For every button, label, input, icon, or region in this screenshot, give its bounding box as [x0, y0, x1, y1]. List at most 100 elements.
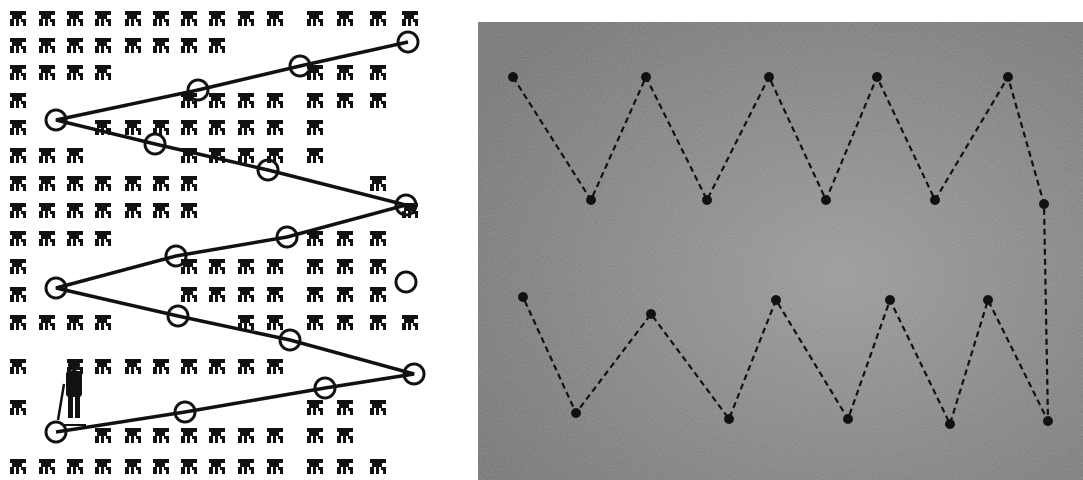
plant-icon: [209, 11, 225, 26]
plant-icon: [402, 315, 418, 330]
plant-icon: [307, 400, 323, 415]
plant-icon: [10, 93, 26, 108]
plant-icon: [337, 428, 353, 443]
plant-icon: [307, 315, 323, 330]
plant-icon: [10, 231, 26, 246]
plant-icon: [370, 93, 386, 108]
plant-icon: [10, 120, 26, 135]
plant-icon: [181, 120, 197, 135]
plant-icon: [267, 259, 283, 274]
plant-icon: [267, 120, 283, 135]
plant-icon: [307, 428, 323, 443]
plant-icon: [181, 428, 197, 443]
plant-icon: [67, 176, 83, 191]
plant-icon: [209, 428, 225, 443]
plant-icon: [95, 203, 111, 218]
plant-icon: [370, 459, 386, 474]
plant-icon: [95, 359, 111, 374]
path-stop: [508, 72, 518, 82]
path-stop: [586, 195, 596, 205]
plant-icon: [181, 38, 197, 53]
plant-icon: [238, 148, 254, 163]
plant-icon: [337, 259, 353, 274]
plant-icon: [125, 428, 141, 443]
plant-icon: [39, 203, 55, 218]
plant-icon: [209, 38, 225, 53]
plant-icon: [95, 11, 111, 26]
plant-icon: [337, 287, 353, 302]
plant-icon: [209, 120, 225, 135]
plant-icon: [153, 359, 169, 374]
plant-icon: [95, 428, 111, 443]
plant-icon: [267, 93, 283, 108]
path-stop: [821, 195, 831, 205]
zigzag-walk-diagram: [0, 0, 450, 480]
plant-icon: [39, 38, 55, 53]
plant-icon: [39, 176, 55, 191]
path-stop: [724, 414, 734, 424]
plant-icon: [370, 315, 386, 330]
plant-icon: [238, 120, 254, 135]
plant-icon: [39, 65, 55, 80]
plant-icon: [181, 459, 197, 474]
path-stop: [885, 295, 895, 305]
plant-icon: [153, 203, 169, 218]
path-stop: [983, 295, 993, 305]
plant-icon: [238, 11, 254, 26]
path-stop: [571, 408, 581, 418]
plant-icon: [238, 93, 254, 108]
plant-icon: [238, 359, 254, 374]
plant-icon: [267, 459, 283, 474]
plant-icon: [267, 359, 283, 374]
plant-icon: [153, 38, 169, 53]
plant-icon: [307, 287, 323, 302]
plant-icon: [267, 287, 283, 302]
plant-icon: [67, 203, 83, 218]
plant-icon: [95, 176, 111, 191]
plant-icon: [181, 287, 197, 302]
plant-icon: [370, 231, 386, 246]
plant-icon: [67, 38, 83, 53]
plant-icon: [39, 315, 55, 330]
plant-icon: [125, 359, 141, 374]
path-stop: [641, 72, 651, 82]
dashed-zigzag-board: [478, 22, 1083, 480]
plant-icon: [238, 459, 254, 474]
plant-icon: [267, 315, 283, 330]
plant-icon: [370, 65, 386, 80]
board-background: [478, 22, 1083, 480]
plant-icon: [67, 148, 83, 163]
plant-icon: [39, 231, 55, 246]
plant-icon: [10, 176, 26, 191]
plant-icon: [307, 148, 323, 163]
plant-icon: [370, 287, 386, 302]
plant-icon: [39, 11, 55, 26]
plant-icon: [67, 11, 83, 26]
plant-icon: [10, 400, 26, 415]
path-stop: [843, 414, 853, 424]
plant-icon: [125, 11, 141, 26]
plant-icon: [10, 287, 26, 302]
field-layout-panel: [0, 0, 450, 480]
path-stop: [1043, 416, 1053, 426]
plant-icon: [238, 259, 254, 274]
plant-icon: [10, 359, 26, 374]
plant-icon: [95, 65, 111, 80]
plant-icon: [209, 359, 225, 374]
plant-icon: [337, 400, 353, 415]
plant-icon: [267, 11, 283, 26]
plant-icon: [402, 11, 418, 26]
plant-icon: [67, 315, 83, 330]
plant-icon: [267, 428, 283, 443]
plant-icon: [337, 459, 353, 474]
path-stop: [1039, 199, 1049, 209]
plant-icon: [370, 400, 386, 415]
plant-icon: [307, 93, 323, 108]
plant-icon: [153, 11, 169, 26]
plant-icon: [181, 176, 197, 191]
plant-icon: [337, 93, 353, 108]
plant-icon: [95, 315, 111, 330]
plant-icon: [125, 203, 141, 218]
plant-icon: [125, 120, 141, 135]
plant-icon: [370, 259, 386, 274]
